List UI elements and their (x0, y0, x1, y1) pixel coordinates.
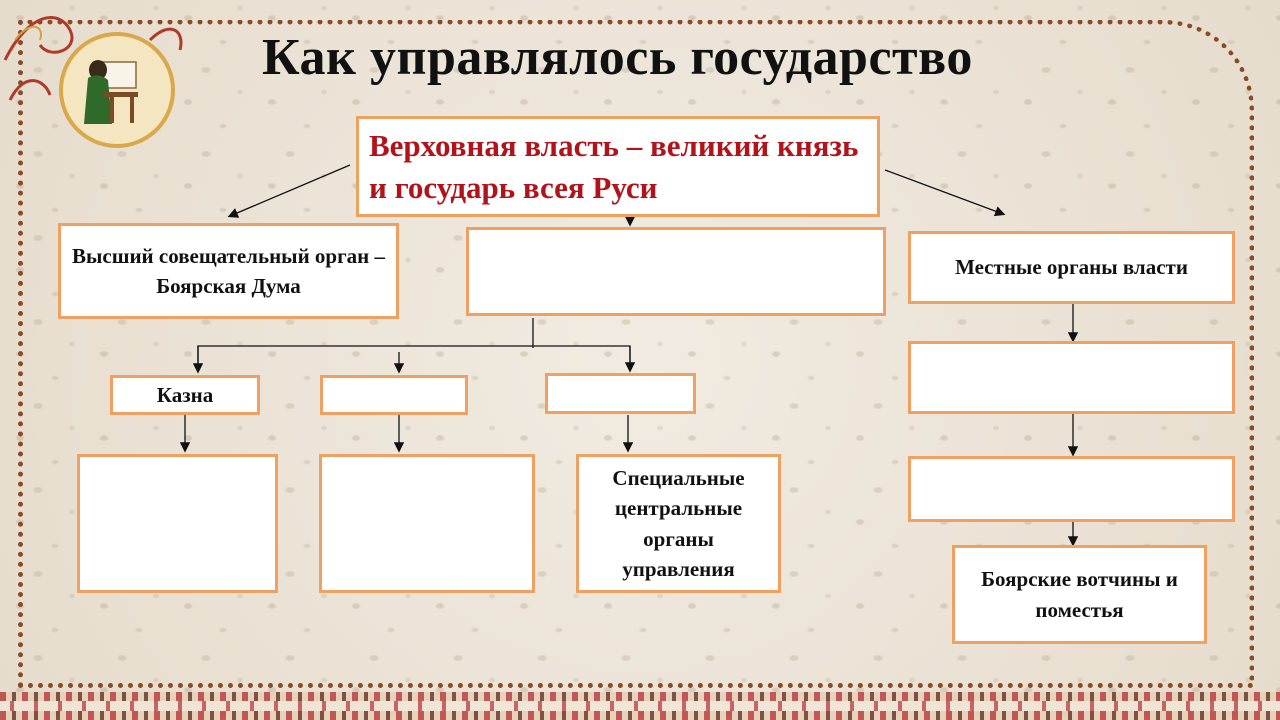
lower-blank-box-2 (319, 454, 535, 593)
middle-blank-box-2 (545, 373, 696, 414)
local-blank-box-2 (908, 456, 1235, 522)
bottom-ornament-border (0, 692, 1280, 720)
supreme-power-box: Верховная власть – великий князь и госуд… (356, 116, 880, 217)
local-blank-box-1 (908, 341, 1235, 414)
local-authorities-box: Местные органы власти (908, 231, 1235, 304)
boyar-duma-label: Высший совещательный орган – Боярская Ду… (72, 243, 385, 298)
boyar-duma-box: Высший совещательный орган – Боярская Ду… (58, 223, 399, 319)
central-blank-box (466, 227, 886, 316)
votchiny-box: Боярские вотчины и поместья (952, 545, 1207, 644)
floral-ornament-icon (3, 16, 183, 148)
middle-blank-box-1 (320, 375, 468, 415)
special-organs-box: Специальные центральные органы управлени… (576, 454, 781, 593)
supreme-power-label: Верховная власть – великий князь и госуд… (369, 127, 859, 205)
kazna-label: Казна (156, 382, 214, 407)
special-organs-label: Специальные центральные органы управлени… (612, 465, 745, 581)
page-title: Как управлялось государство (262, 29, 973, 86)
scribe-medallion-icon (59, 32, 175, 148)
local-authorities-label: Местные органы власти (955, 255, 1188, 280)
lower-blank-box-1 (77, 454, 278, 593)
decorative-frame (18, 20, 1254, 688)
votchiny-label: Боярские вотчины и поместья (981, 567, 1178, 622)
kazna-box: Казна (110, 375, 260, 415)
